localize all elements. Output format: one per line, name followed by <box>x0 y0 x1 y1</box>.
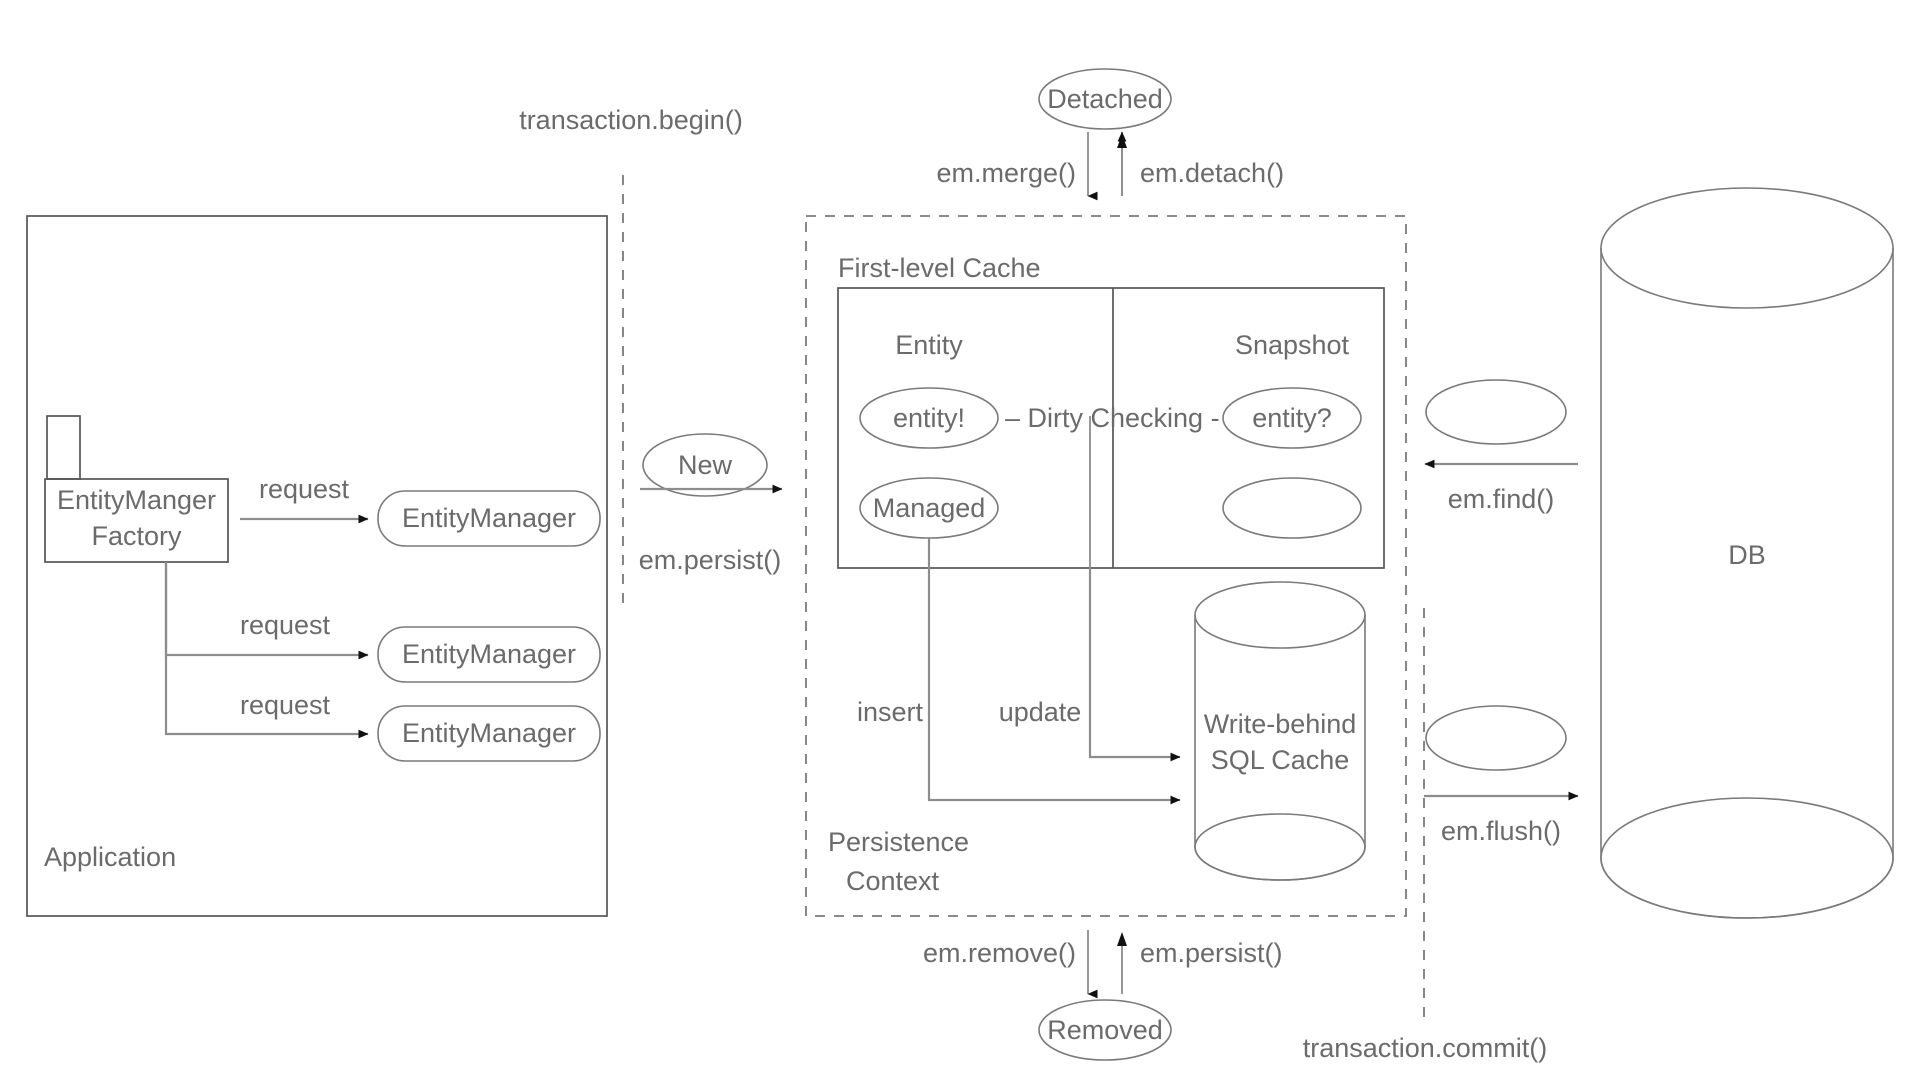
entity-manager-label-3: EntityManager <box>401 718 577 748</box>
request-label-1: request <box>258 474 350 504</box>
request-label-2: request <box>239 610 331 640</box>
cache-column-entity-header: Entity <box>895 330 963 360</box>
em-persist-back-label: em.persist() <box>1140 938 1283 968</box>
insert-label: insert <box>856 697 924 727</box>
dirty-checking-label: – Dirty Checking - <box>1005 403 1220 433</box>
write-behind-line1: Write-behind <box>1203 709 1357 739</box>
write-behind-line2: SQL Cache <box>1210 745 1350 776</box>
em-remove-label: em.remove() <box>922 938 1076 968</box>
request-label-3: request <box>239 690 331 720</box>
em-persist-label: em.persist() <box>638 545 782 575</box>
em-detach-label: em.detach() <box>1140 158 1285 188</box>
write-behind-sql-cache-label: Write-behind SQL Cache <box>1195 706 1365 779</box>
cache-entity-value: entity! <box>892 403 966 433</box>
transaction-commit-label: transaction.commit() <box>1302 1033 1548 1063</box>
state-new-label: New <box>677 450 732 480</box>
transaction-begin-label: transaction.begin() <box>519 105 743 135</box>
entity-manager-factory-line1: EntityManger <box>56 485 217 515</box>
application-box-label: Application <box>44 842 177 872</box>
em-merge-label: em.merge() <box>936 158 1076 188</box>
em-find-label: em.find() <box>1447 484 1555 514</box>
state-managed-label: Managed <box>872 493 986 523</box>
cache-column-snapshot-header: Snapshot <box>1234 330 1350 360</box>
entity-manager-label-2: EntityManager <box>401 639 577 669</box>
persistence-context-line1: Persistence <box>828 827 970 857</box>
state-removed-label: Removed <box>1047 1015 1163 1045</box>
em-flush-label: em.flush() <box>1440 816 1562 846</box>
entity-manager-label-1: EntityManager <box>401 503 577 533</box>
update-label: update <box>998 697 1082 727</box>
entity-manager-factory-label: EntityManger Factory <box>45 483 228 554</box>
persistence-context-line2: Context <box>846 866 940 897</box>
entity-manager-factory-line2: Factory <box>91 520 182 551</box>
persistence-context-label: Persistence Context <box>828 823 1048 901</box>
first-level-cache-label: First-level Cache <box>838 253 1041 283</box>
cache-snapshot-value: entity? <box>1252 403 1332 433</box>
database-label: DB <box>1728 540 1766 570</box>
state-detached-label: Detached <box>1047 84 1163 114</box>
